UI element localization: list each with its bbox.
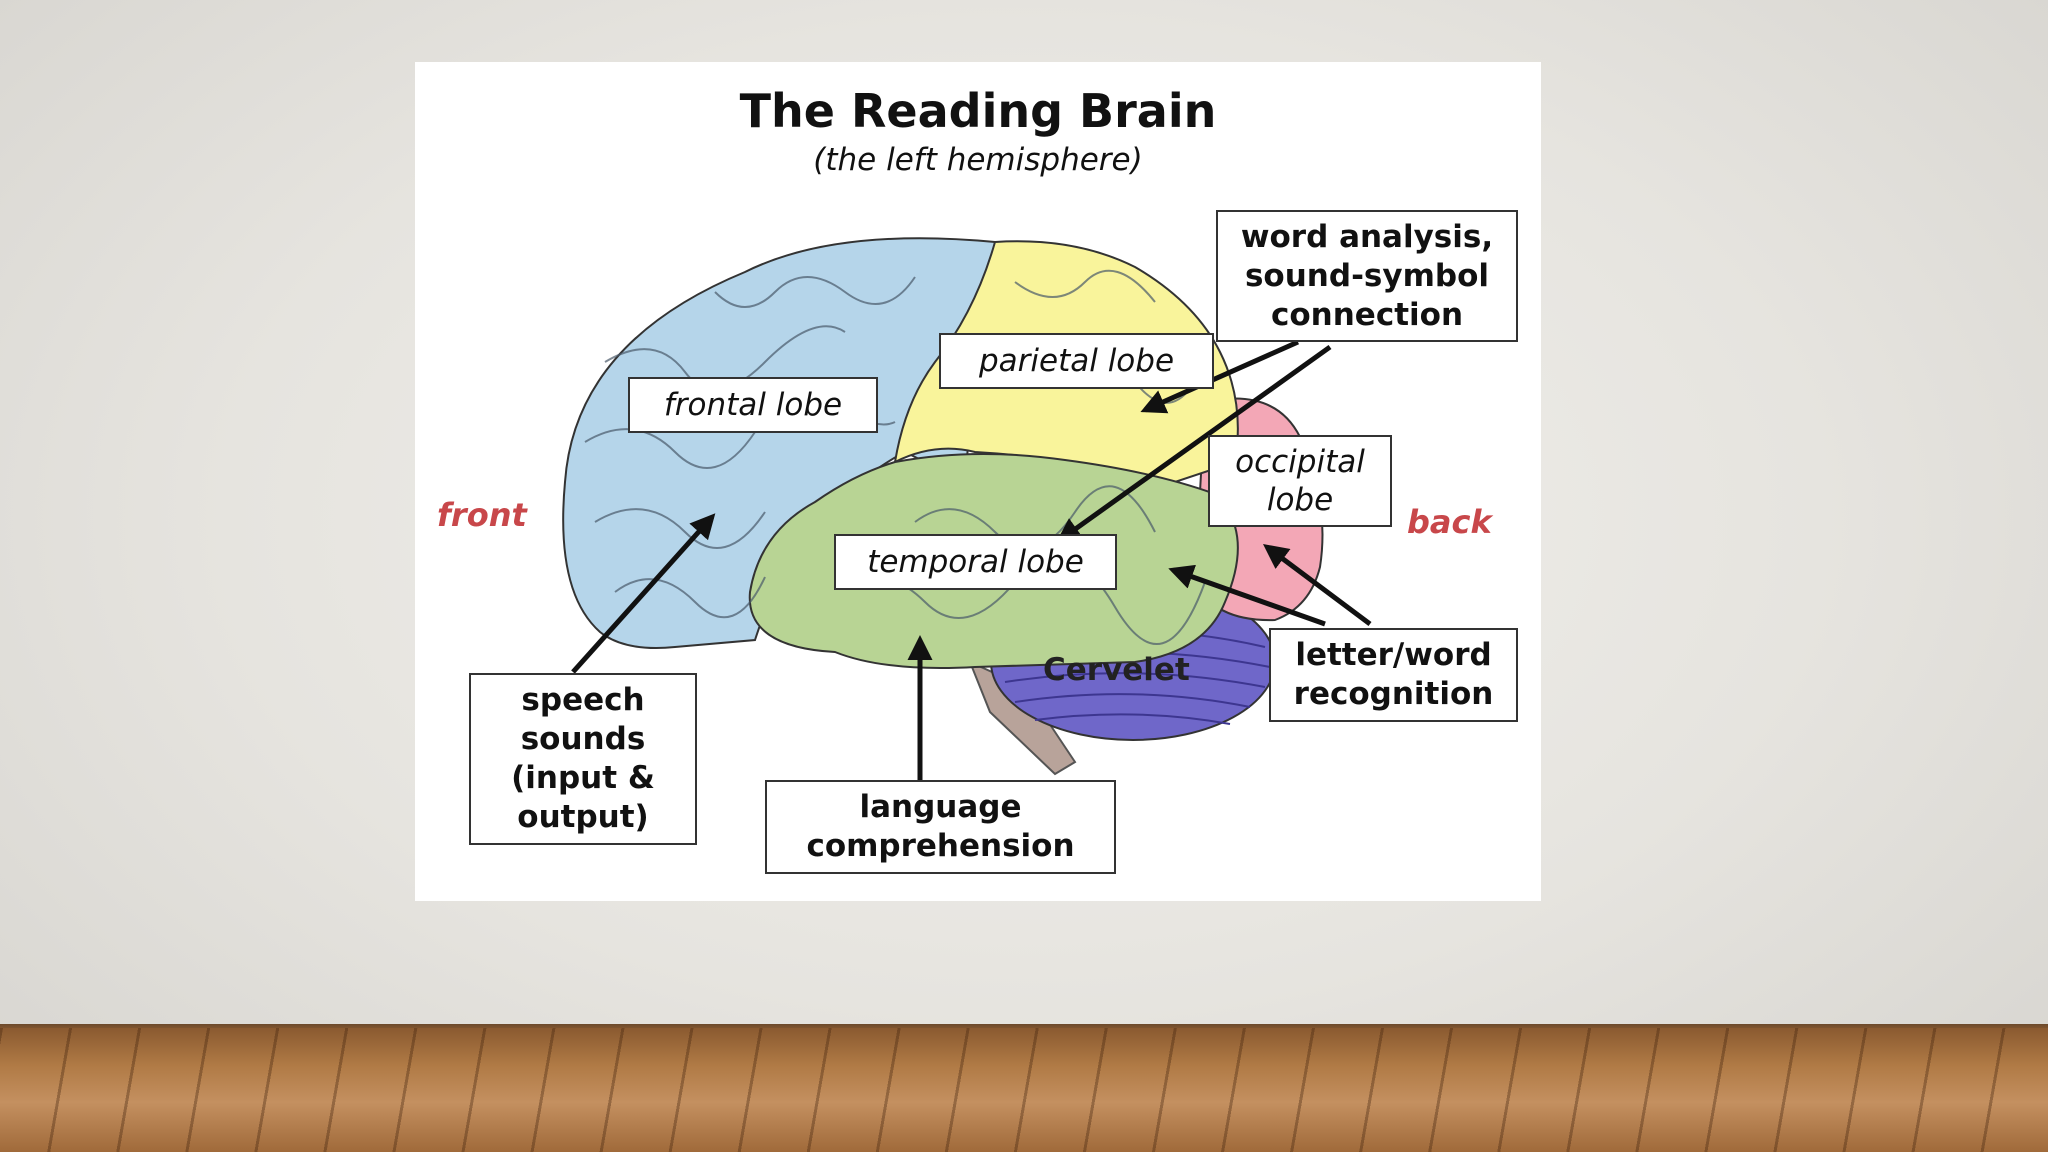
parietal-lobe-label: parietal lobe bbox=[939, 333, 1214, 389]
temporal-lobe-label: temporal lobe bbox=[834, 534, 1117, 590]
word-analysis-box: word analysis, sound-symbol connection bbox=[1216, 210, 1518, 342]
language-comprehension-box: language comprehension bbox=[765, 780, 1116, 874]
speech-sounds-box: speech sounds (input & output) bbox=[469, 673, 697, 845]
letter-word-recognition-box: letter/word recognition bbox=[1269, 628, 1518, 722]
front-label: front bbox=[437, 496, 527, 534]
frontal-lobe-label: frontal lobe bbox=[628, 377, 878, 433]
cerebellum-label: Cervelet bbox=[1043, 652, 1190, 688]
floor-edge bbox=[0, 1024, 2048, 1030]
wooden-floor bbox=[0, 1028, 2048, 1152]
diagram-title: The Reading Brain bbox=[739, 84, 1217, 138]
diagram-card: The Reading Brain (the left hemisphere) … bbox=[415, 62, 1541, 901]
back-label: back bbox=[1407, 503, 1492, 541]
occipital-lobe-label: occipital lobe bbox=[1208, 435, 1392, 527]
diagram-subtitle: (the left hemisphere) bbox=[813, 142, 1143, 178]
pointer-arrows bbox=[571, 339, 1372, 780]
